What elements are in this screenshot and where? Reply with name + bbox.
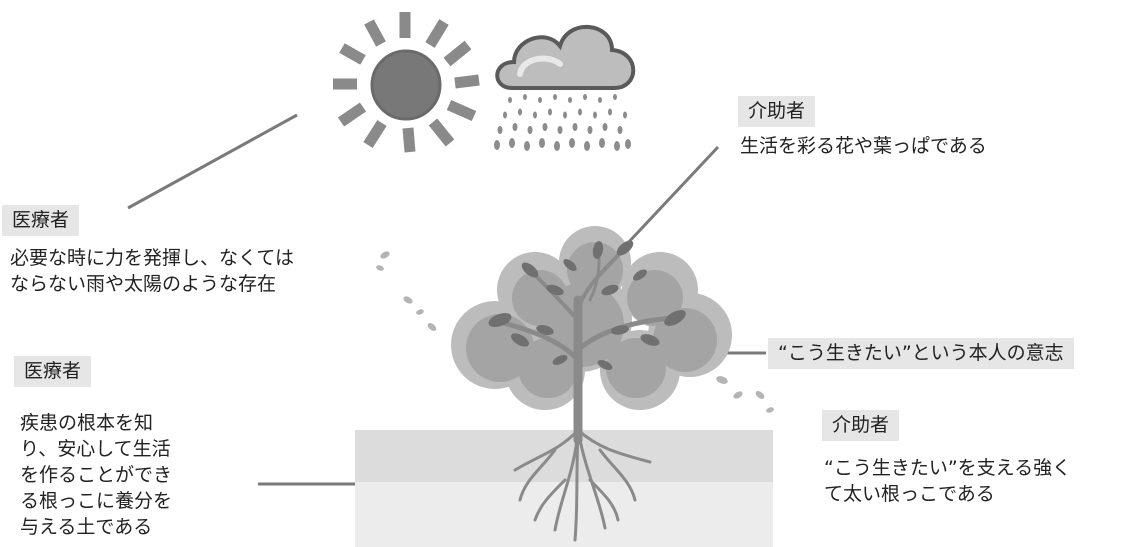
rain-cloud-icon (494, 24, 636, 151)
medical-lower-desc: 疾患の根本を知 り、安心して生活 を作ることができ る根っこに養分を 与える土で… (20, 412, 173, 538)
medical-upper-title: 医療者 (2, 205, 80, 236)
soil-block (355, 430, 773, 547)
medical-upper-desc: 必要な時に力を発揮し、なくては ならない雨や太陽のような存在 (10, 247, 295, 295)
will-label: “こう生きたい”という本人の意志 (768, 338, 1074, 369)
medical-lower-title: 医療者 (14, 356, 92, 387)
caregiver-bottom-title: 介助者 (822, 410, 900, 441)
sun-icon (333, 12, 480, 153)
tree-icon (376, 226, 774, 542)
caregiver-top-desc: 生活を彩る花や葉っぱである (740, 135, 987, 157)
connector-medical-upper (127, 113, 298, 210)
caregiver-top-title: 介助者 (738, 96, 816, 127)
connector-caregiver-top (624, 145, 720, 247)
caregiver-bottom-desc: “こう生きたい”を支える強く て太い根っこである (824, 457, 1072, 505)
